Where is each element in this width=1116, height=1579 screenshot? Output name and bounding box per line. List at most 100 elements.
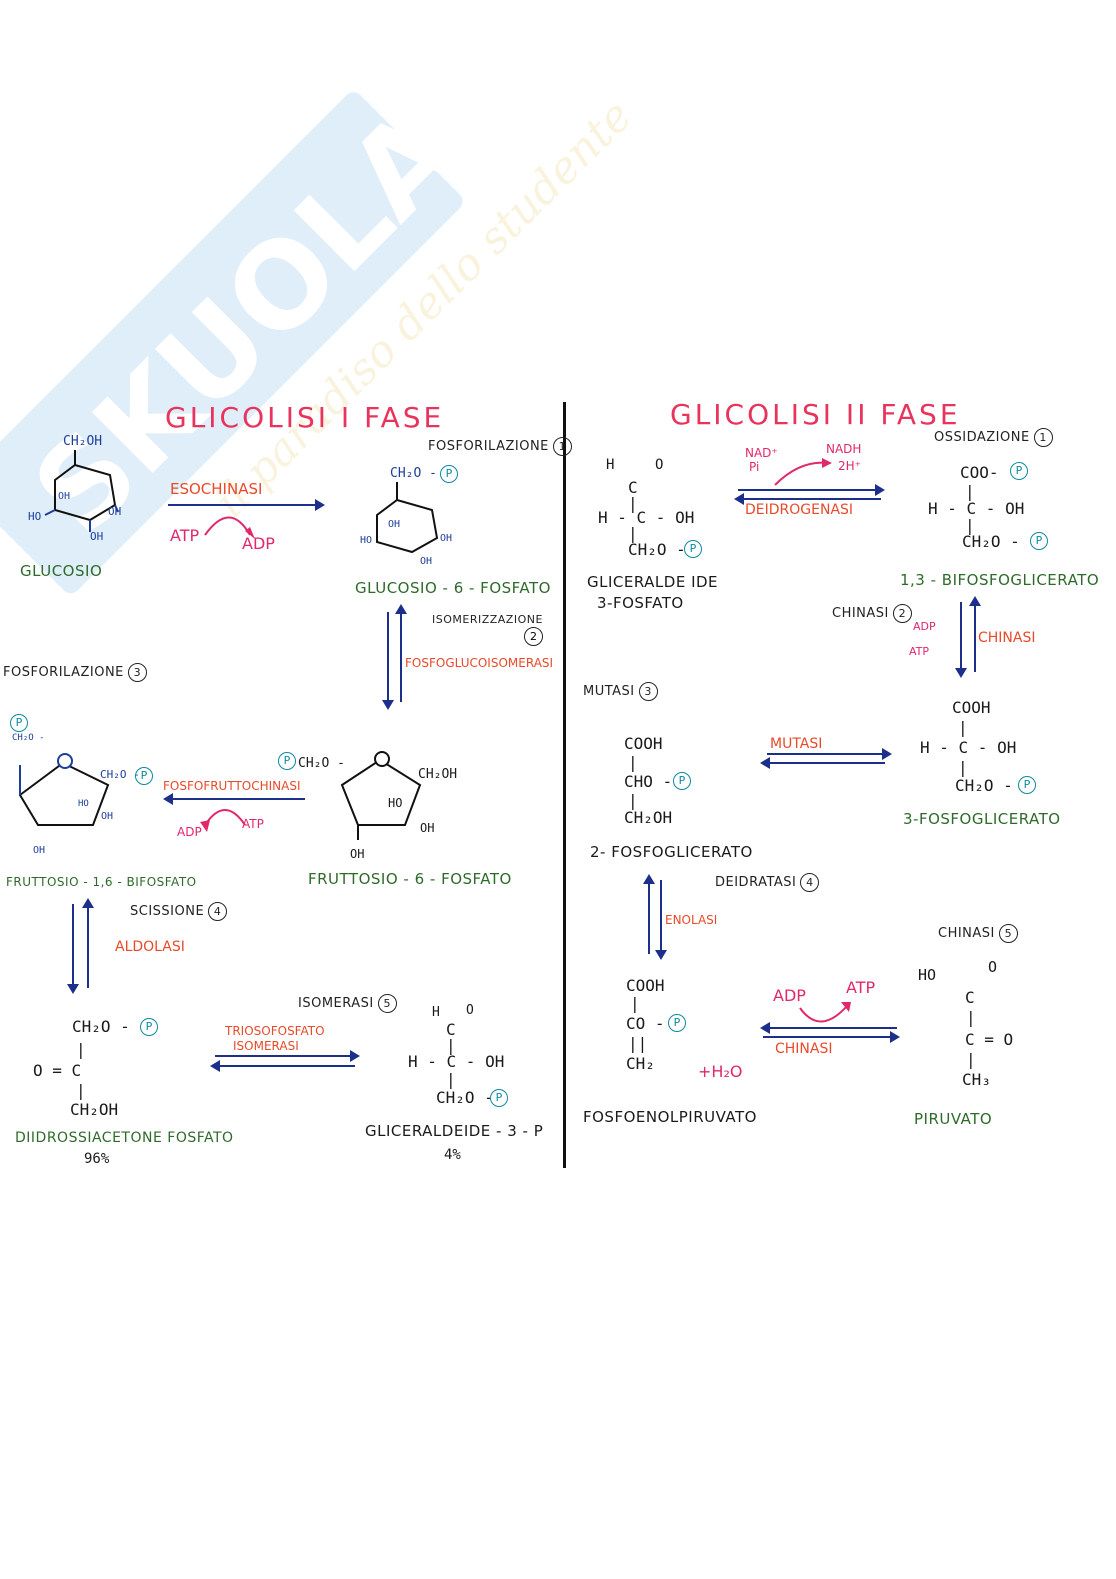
pg2-bond-top: |: [628, 753, 638, 772]
enzyme-mutasi: MUTASI: [770, 736, 823, 752]
g3p2-hcoh: H - C - OH: [598, 508, 695, 527]
f6p-ho: HO: [388, 796, 403, 810]
g6p-ch2o: CH₂O -: [390, 466, 437, 481]
pg2-cooh: COOH: [624, 734, 663, 753]
chinasi5-atp: ATP: [846, 978, 876, 997]
g3p2-bond-bottom: |: [628, 524, 638, 543]
chinasi5-cofactor-curve: [799, 1002, 851, 1023]
arrow-bpg-to-g3p: [734, 493, 881, 505]
pyr-c-eq-o: C = O: [965, 1030, 1014, 1049]
step4-number: 4: [208, 902, 228, 921]
g3p1-hcoh: H - C - OH: [408, 1052, 505, 1071]
arrow-pyr-to-pep: [760, 1022, 897, 1034]
compound-g3p-line2: 3-FOSFATO: [597, 594, 684, 612]
g3p1-bond-bottom: |: [446, 1070, 456, 1089]
pep-co: CO -: [626, 1014, 665, 1033]
dhap-percent: 96%: [84, 1151, 110, 1167]
g6p-hexagon: [376, 498, 439, 554]
phase1-title: GLICOLISI I FASE: [165, 401, 445, 434]
pep-ch2: CH₂: [626, 1054, 655, 1073]
pep-cooh: COOH: [626, 976, 665, 995]
step3-adp: ADP: [177, 825, 202, 839]
arrow-g3p-to-dhap: [210, 1060, 355, 1072]
f16bp-phosphate-right: P: [135, 767, 153, 785]
glucose-oh-right: OH: [108, 505, 122, 518]
chinasi2-number: 2: [892, 604, 912, 623]
g3p2-h: H: [606, 457, 615, 473]
enzyme-enolasi: ENOLASI: [665, 913, 718, 927]
enzyme-fosfoglucoisomerasi: FOSFOGLUCOISOMERASI: [405, 656, 554, 670]
enzyme-chinasi5: CHINASI: [775, 1041, 833, 1057]
compound-bpg: 1,3 - BIFOSFOGLICERATO: [900, 571, 1100, 589]
bpg-phosphate-top: P: [1010, 462, 1028, 480]
f16bp-ho-inner: HO: [78, 799, 89, 809]
ox-cofactor-curve: [774, 458, 832, 486]
dhap-c-eq-o: O = C: [33, 1061, 82, 1080]
dhap-ch2oh: CH₂OH: [70, 1100, 119, 1119]
f16bp-oh-right: OH: [101, 811, 114, 822]
glucose-oh-bottom: OH: [90, 530, 104, 543]
f6p-pentagon: [340, 758, 422, 826]
arrow-bpg-to-3pg: [955, 602, 967, 678]
arrow-3pg-to-bpg: [969, 596, 981, 672]
step5-number: 5: [377, 994, 397, 1013]
g3p2-c: C: [628, 478, 638, 497]
enzyme-esochinasi: ESOCHINASI: [170, 480, 263, 498]
compound-g3p-phase1: GLICERALDEIDE - 3 - P: [365, 1122, 544, 1140]
g3p2-bond-top: |: [628, 494, 638, 513]
dhap-bond-bottom: |: [76, 1081, 86, 1100]
chinasi2-atp: ATP: [909, 645, 930, 658]
arrow-g6p-to-f6p: [382, 612, 394, 710]
bpg-ch2o: CH₂O -: [962, 532, 1020, 551]
pep-bond-top: |: [630, 994, 640, 1013]
ox-2h: 2H⁺: [838, 459, 861, 473]
arrow-f6p-to-g6p: [395, 604, 407, 702]
ox-pi: Pi: [749, 460, 760, 474]
compound-glucosio: GLUCOSIO: [20, 562, 103, 580]
enzyme-fosfofruttochinasi: FOSFOFRUTTOCHINASI: [163, 779, 301, 793]
atp-adp-curve: [204, 516, 255, 539]
compound-g3p-line1: GLICERALDE IDE: [587, 573, 719, 591]
g3p1-h: H: [432, 1005, 440, 1020]
pyr-ho: HO: [918, 966, 937, 984]
step3-atp: ATP: [242, 817, 264, 831]
f16bp-oh-bottom: OH: [33, 845, 46, 856]
arrow-dhap-to-g3p: [215, 1050, 360, 1062]
g6p-oh-right: OH: [440, 533, 453, 544]
enzyme-isomerasi: ISOMERASI: [233, 1039, 299, 1053]
f6p-ring: [340, 751, 422, 840]
pg3-hcoh: H - C - OH: [920, 738, 1017, 757]
f6p-phosphate: P: [278, 752, 296, 770]
bpg-bond-bottom: |: [965, 516, 975, 535]
pg2-bond-bottom: |: [628, 791, 638, 810]
compound-f16bp: FRUTTOSIO - 1,6 - BIFOSFATO: [6, 875, 197, 889]
pyr-ch3: CH₃: [962, 1070, 991, 1089]
step1-atp: ATP: [170, 526, 200, 545]
f16bp-pentagon: [18, 761, 110, 826]
compound-f6p: FRUTTOSIO - 6 - FOSFATO: [308, 870, 512, 888]
arrow-pep-to-2pg: [643, 874, 655, 954]
ox-step1-number: 1: [1033, 428, 1053, 447]
g3p2-phosphate: P: [684, 540, 702, 558]
f16bp-och2: CH₂O -: [12, 733, 45, 743]
g3p-percent: 4%: [444, 1147, 461, 1163]
enzyme-deidrogenasi: DEIDROGENASI: [745, 502, 854, 518]
g6p-oh-bottom: OH: [420, 556, 433, 567]
pg3-phosphate: P: [1018, 776, 1036, 794]
dhap-phosphate: P: [140, 1018, 158, 1036]
compound-pep: FOSFOENOLPIRUVATO: [583, 1108, 757, 1126]
glucose-ho: HO: [28, 510, 42, 523]
compound-dhap: DIIDROSSIACETONE FOSFATO: [15, 1130, 234, 1146]
compound-pyruvate: PIRUVATO: [914, 1110, 993, 1128]
step3-number: 3: [127, 663, 147, 682]
compound-pg3: 3-FOSFOGLICERATO: [903, 810, 1061, 828]
g6p-ho: HO: [360, 535, 373, 546]
deidratasi4-number: 4: [800, 873, 820, 892]
g3p2-ch2o: CH₂O -: [628, 540, 686, 559]
enzyme-aldolasi: ALDOLASI: [115, 939, 185, 955]
pep-double-bond: ||: [628, 1034, 648, 1053]
pg2-phosphate: P: [673, 772, 691, 790]
